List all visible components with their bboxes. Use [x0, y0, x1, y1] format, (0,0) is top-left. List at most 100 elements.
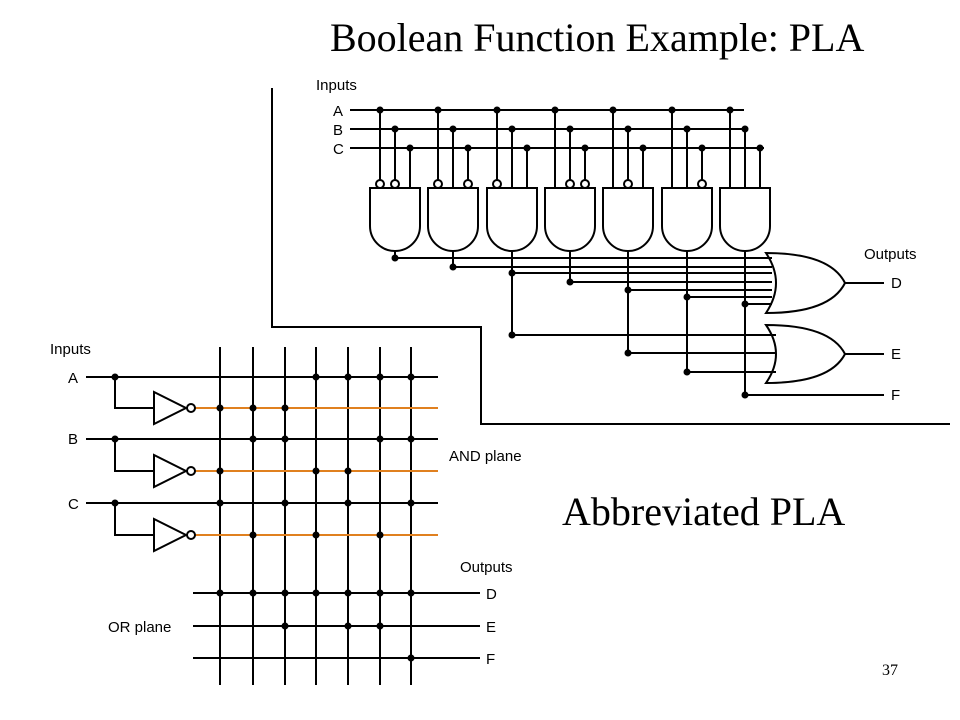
full-output-label-e: E: [891, 346, 901, 363]
full-dot-product-7: [741, 300, 749, 308]
full-dot-rail-1-gate-4: [551, 106, 559, 114]
abbr-dot-e-380: [376, 622, 384, 630]
and-gate-1-bubble-1: [375, 179, 385, 189]
abbr-output-label-d: D: [486, 586, 497, 603]
abbr-dot-d-411: [407, 589, 415, 597]
abbr-input-label-b: B: [68, 431, 78, 448]
abbreviated-pla-title: Abbreviated PLA: [562, 489, 846, 534]
abbr-dot-b-285: [281, 435, 289, 443]
full-product-lines: [394, 250, 776, 395]
abbr-dot-f-411: [407, 654, 415, 662]
abbr-dot-branch-c: [111, 499, 119, 507]
slide-title: Boolean Function Example: PLA: [330, 15, 865, 60]
full-dot-rail-2-gate-3: [508, 125, 516, 133]
and-gate-1: [369, 187, 421, 252]
abbr-inputs-label: Inputs: [50, 341, 91, 358]
full-dot-rail-3-gate-7: [756, 144, 764, 152]
full-dot-rail-2-gate-5: [624, 125, 632, 133]
abbr-dot-d-348: [344, 589, 352, 597]
abbr-dot-a-348: [344, 373, 352, 381]
full-dot-product-1: [391, 254, 399, 262]
abbr-dot-e-348: [344, 622, 352, 630]
full-dot-rail-1-gate-2: [434, 106, 442, 114]
full-inputs-label: Inputs: [316, 77, 357, 94]
abbr-dot-branch-b: [111, 435, 119, 443]
page-number: 37: [882, 662, 898, 679]
full-dot-product-4: [566, 278, 574, 286]
or-plane-label: OR plane: [108, 619, 171, 636]
full-and-gates: [369, 110, 771, 252]
full-input-label-a: A: [333, 103, 343, 120]
and-gate-1-bubble-2: [390, 179, 400, 189]
full-dot-rail-3-gate-5: [639, 144, 647, 152]
abbr-dot-c-411: [407, 499, 415, 507]
full-output-label-f: F: [891, 387, 900, 404]
abbr-dot-b-253: [249, 435, 257, 443]
abbr-dot-d-316: [312, 589, 320, 597]
and-gate-6-bubble-3: [697, 179, 707, 189]
abbr-dot-b-380: [376, 435, 384, 443]
abbr-dot-c-285: [281, 499, 289, 507]
and-gate-3-bubble-1: [492, 179, 502, 189]
full-dot-e-2: [624, 349, 632, 357]
and-gate-4-bubble-3: [580, 179, 590, 189]
full-output-label-d: D: [891, 275, 902, 292]
abbr-input-label-a: A: [68, 370, 78, 387]
abbr-outputs-label: Outputs: [460, 559, 513, 576]
full-connection-dots: [376, 106, 764, 399]
abbr-dot-c-220: [216, 499, 224, 507]
divider-line: [271, 88, 950, 425]
full-dot-product-3: [508, 269, 516, 277]
full-input-label-b: B: [333, 122, 343, 139]
full-dot-rail-3-gate-2: [464, 144, 472, 152]
abbr-dot-e-285: [281, 622, 289, 630]
abbr-dot-abar-253: [249, 404, 257, 412]
full-dot-rail-2-gate-1: [391, 125, 399, 133]
abbr-dot-abar-220: [216, 404, 224, 412]
abbr-dot-a-411: [407, 373, 415, 381]
abbr-dot-a-316: [312, 373, 320, 381]
inverter-c: [114, 503, 196, 553]
inverter-a: [114, 377, 196, 426]
abbr-output-label-f: F: [486, 651, 495, 668]
full-dot-rail-1-gate-5: [609, 106, 617, 114]
full-dot-rail-1-gate-7: [726, 106, 734, 114]
abbr-dot-d-380: [376, 589, 384, 597]
abbr-dot-branch-a: [111, 373, 119, 381]
full-dot-rail-1-gate-1: [376, 106, 384, 114]
full-pla: Inputs A B C Outputs D E F: [316, 77, 917, 404]
full-dot-rail-2-gate-4: [566, 125, 574, 133]
and-plane-label: AND plane: [449, 448, 522, 465]
full-dot-rail-2-gate-6: [683, 125, 691, 133]
and-gate-2-bubble-3: [463, 179, 473, 189]
full-dot-e-1: [508, 331, 516, 339]
full-dot-rail-2-gate-2: [449, 125, 457, 133]
full-input-label-c: C: [333, 141, 344, 158]
or-gate-d: [764, 251, 847, 315]
inverter-b: [114, 439, 196, 489]
abbreviated-pla: Inputs A B C: [50, 341, 522, 685]
abbr-product-lines: [219, 347, 412, 685]
full-dot-rail-1-gate-3: [493, 106, 501, 114]
full-dot-f: [741, 391, 749, 399]
and-gate-5-bubble-2: [623, 179, 633, 189]
abbr-dot-d-253: [249, 589, 257, 597]
and-gate-2: [427, 187, 479, 252]
and-gate-3: [486, 187, 538, 252]
full-dot-rail-3-gate-4: [581, 144, 589, 152]
and-gate-6: [661, 187, 713, 252]
full-outputs-label: Outputs: [864, 246, 917, 263]
full-dot-product-5: [624, 286, 632, 294]
abbr-dot-b-411: [407, 435, 415, 443]
abbr-dot-cbar-380: [376, 531, 384, 539]
or-gate-e: [764, 323, 847, 385]
full-dot-rail-1-gate-6: [668, 106, 676, 114]
abbr-dot-abar-285: [281, 404, 289, 412]
full-dot-rail-3-gate-3: [523, 144, 531, 152]
abbr-output-label-e: E: [486, 619, 496, 636]
and-gate-4-bubble-2: [565, 179, 575, 189]
full-dot-product-2: [449, 263, 457, 271]
full-dot-rail-3-gate-6: [698, 144, 706, 152]
full-dot-rail-2-gate-7: [741, 125, 749, 133]
